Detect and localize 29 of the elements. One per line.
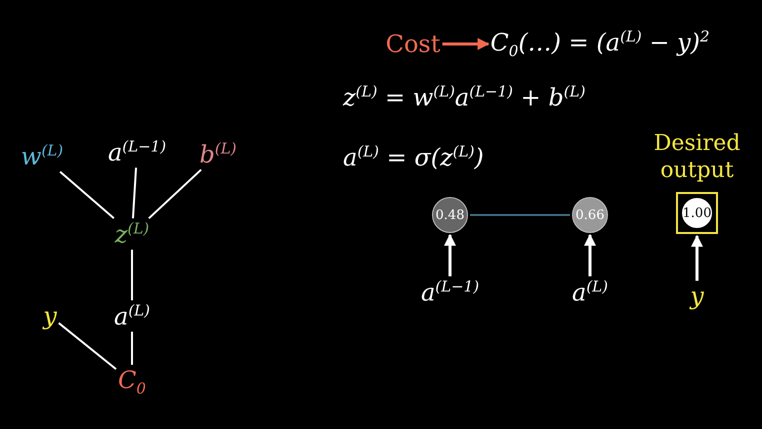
variable-label: z$^{(L)}$ (114, 220, 150, 248)
neuron-circle: 1.00 (681, 197, 713, 229)
neuron-circle: 0.66 (572, 197, 608, 233)
neuron-circle: 0.48 (432, 197, 468, 233)
activation-label: a$^{(L−1)}$ (420, 278, 480, 306)
variable-label: w$^{(L)}$ (20, 142, 64, 170)
cost-word: Cost (386, 30, 440, 58)
activation-label: a$^{(L)}$ (572, 278, 608, 306)
cost-label: C$_{0}$ (118, 366, 146, 398)
variable-label: b$^{(L)}$ (199, 140, 237, 168)
arrow (584, 234, 596, 276)
equation: z$^{(L)}$ = w$^{(L)}$a$^{(L−1)}$ + b$^{(L)}$ (343, 83, 586, 111)
connector-line (131, 332, 133, 365)
equation: a$^{(L)}$ = σ(z$^{(L)}$) (343, 143, 484, 171)
connector-line (58, 322, 117, 370)
target-label: y (690, 282, 704, 310)
variable-label: a$^{(L−1)}$ (108, 138, 166, 166)
connector-line (59, 170, 115, 220)
arrow (442, 38, 490, 50)
heading-text: Desired output (652, 131, 742, 184)
cost-formula: C$_{0}$(…) = (a$^{(L)}$ − y)$^{2}$ (490, 28, 710, 60)
variable-label: y (43, 302, 57, 330)
arrow (691, 234, 703, 281)
connector-line (148, 168, 202, 220)
arrow (444, 234, 456, 276)
variable-label: a$^{(L)}$ (114, 302, 150, 330)
connector-line (470, 214, 570, 216)
connector-line (131, 250, 133, 300)
connector-line (132, 168, 138, 218)
